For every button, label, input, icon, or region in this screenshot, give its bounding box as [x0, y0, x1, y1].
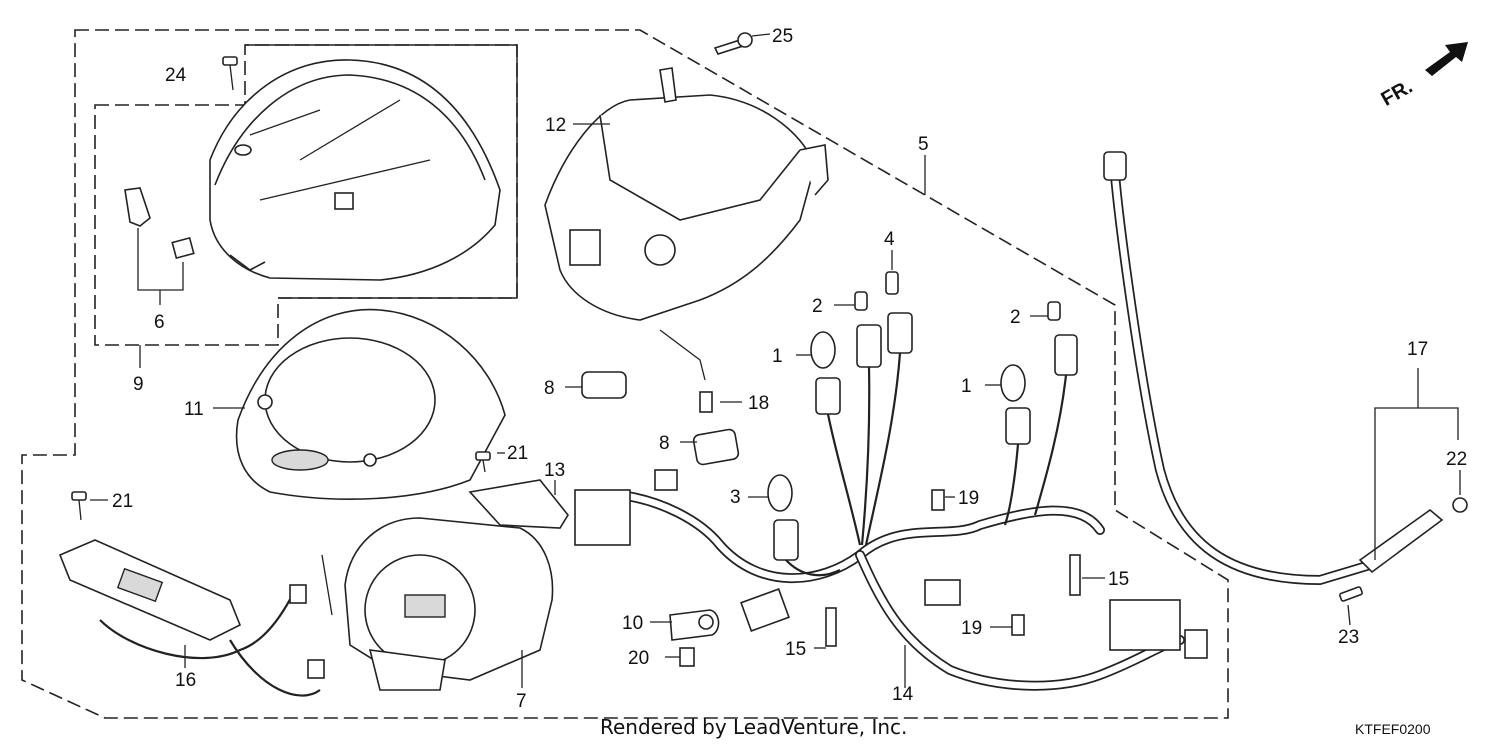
screw-19b[interactable] [990, 614, 1025, 636]
sub-harness-16[interactable] [58, 539, 325, 697]
callout-9: 9 [133, 374, 144, 395]
subassembly-boundary [94, 44, 518, 346]
callout-1a: 1 [772, 346, 783, 367]
rubber-cap-8b[interactable] [680, 428, 740, 466]
clamp-10[interactable] [650, 609, 720, 641]
screw-23[interactable] [1339, 586, 1363, 626]
callout-13: 13 [544, 460, 565, 481]
callout-16: 16 [175, 670, 196, 691]
callout-10: 10 [622, 613, 643, 634]
bulb-4[interactable] [885, 250, 913, 354]
screw-25[interactable] [713, 32, 771, 55]
screw-18[interactable] [699, 391, 742, 413]
callout-12: 12 [545, 115, 566, 136]
callout-1b: 1 [961, 376, 972, 397]
callout-23: 23 [1338, 627, 1359, 648]
callout-20: 20 [628, 648, 649, 669]
meter-assembly-7[interactable] [321, 517, 554, 691]
screw-24[interactable] [222, 56, 238, 91]
callout-3: 3 [730, 487, 741, 508]
callout-21a: 21 [507, 443, 528, 464]
bulb-3[interactable] [748, 474, 799, 561]
front-direction-label: FR. [1378, 76, 1417, 111]
callout-2a: 2 [812, 296, 823, 317]
callout-19a: 19 [958, 488, 979, 509]
callout-25: 25 [772, 26, 793, 47]
callout-15b: 15 [1108, 569, 1129, 590]
front-direction-arrow-icon [1425, 42, 1468, 76]
meter-case-12[interactable] [544, 67, 829, 381]
meter-panel-11[interactable] [213, 308, 506, 500]
screw-19a[interactable] [931, 489, 955, 511]
screw-20[interactable] [665, 647, 695, 667]
rubber-cap-8a[interactable] [565, 371, 627, 399]
callout-19b: 19 [961, 618, 982, 639]
washer-22[interactable] [1452, 470, 1468, 513]
callout-5: 5 [918, 134, 929, 155]
bracket-13[interactable] [468, 479, 569, 529]
meter-cover[interactable] [209, 59, 501, 281]
wire-harness-14[interactable] [574, 469, 1208, 691]
bulb-2a[interactable] [834, 291, 882, 368]
callout-8b: 8 [659, 433, 670, 454]
cover-inner-box [245, 44, 518, 299]
bulb-socket-6[interactable] [124, 187, 195, 305]
bulb-2b[interactable] [1030, 301, 1078, 376]
callout-6: 6 [154, 312, 165, 333]
bulb-1b[interactable] [985, 364, 1031, 445]
assembly-boundary [21, 29, 1229, 719]
cable-17[interactable] [1103, 151, 1459, 585]
screw-21a[interactable] [475, 451, 505, 473]
callout-2b: 2 [1010, 307, 1021, 328]
callout-17: 17 [1407, 339, 1428, 360]
callout-8a: 8 [544, 378, 555, 399]
callout-14: 14 [892, 684, 914, 705]
callout-11: 11 [184, 399, 204, 420]
callout-21b: 21 [112, 491, 133, 512]
callout-22: 22 [1446, 449, 1467, 470]
callout-4: 4 [884, 229, 895, 250]
diagram-code: KTFEF0200 [1355, 721, 1431, 737]
bulb-1a[interactable] [796, 331, 841, 415]
screw-21b[interactable] [71, 491, 108, 521]
footer-credit: Rendered by LeadVenture, Inc. [600, 715, 907, 739]
callout-15a: 15 [785, 639, 806, 660]
callout-7: 7 [516, 691, 527, 712]
screw-15a[interactable] [814, 607, 837, 649]
callout-18: 18 [748, 393, 769, 414]
screw-15b[interactable] [1069, 554, 1105, 596]
callout-24: 24 [165, 65, 187, 86]
